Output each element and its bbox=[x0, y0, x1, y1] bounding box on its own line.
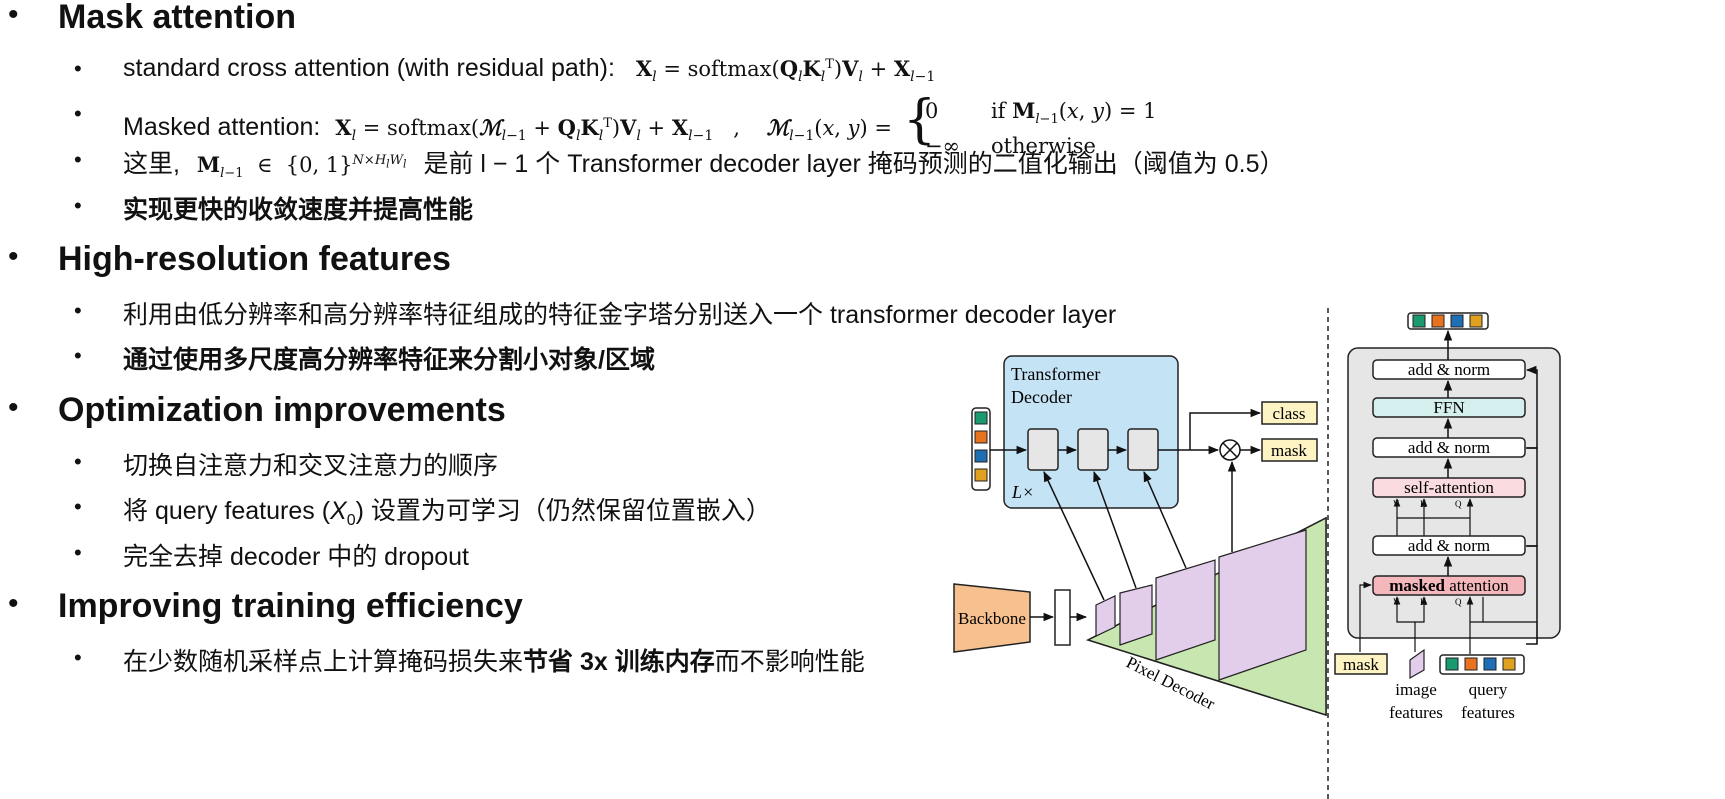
high-res-item-2: 通过使用多尺度高分辨率特征来分割小对象/区域 bbox=[123, 346, 655, 374]
bullet-dot: • bbox=[74, 56, 82, 81]
add-norm-box-3 bbox=[1372, 359, 1526, 380]
out-token-gold bbox=[1469, 314, 1483, 328]
masked-attention-item: Masked attention: Xl = softmax(ℳl−1 + Ql… bbox=[123, 90, 1157, 159]
high-res-item-1: 利用由低分辨率和高分辨率特征组成的特征金字塔分别送入一个 transformer… bbox=[123, 301, 1117, 329]
query-token-orange bbox=[974, 430, 988, 444]
svg-text:Q: Q bbox=[1455, 597, 1462, 607]
bullet-dot: • bbox=[8, 0, 19, 31]
feature-map-medium bbox=[1119, 584, 1153, 646]
standard-cross-attention-label: standard cross attention (with residual … bbox=[123, 54, 615, 82]
standard-cross-attention-item: standard cross attention (with residual … bbox=[123, 54, 935, 85]
out-token-orange bbox=[1431, 314, 1445, 328]
section-title-mask-attention: Mask attention bbox=[58, 0, 297, 36]
query-token-gold bbox=[974, 468, 988, 482]
image-features-label-1: image bbox=[1395, 680, 1437, 699]
decoder-layer-1 bbox=[1027, 428, 1059, 471]
left-brace: { bbox=[902, 90, 937, 150]
feature-map-largest bbox=[1218, 529, 1307, 681]
mask2former-diagram: Transformer Decoder L× class mask Backbo… bbox=[953, 308, 1561, 799]
section-title-training-efficiency: Improving training efficiency bbox=[58, 587, 523, 625]
bullet-dot: • bbox=[8, 240, 19, 273]
layer-repeat-label: L× bbox=[1011, 482, 1034, 502]
backbone-feature-bar bbox=[1054, 589, 1071, 646]
ffn-label: FFN bbox=[1433, 398, 1464, 417]
in-token-orange bbox=[1464, 657, 1478, 671]
mask-input-box bbox=[1334, 653, 1388, 675]
benefit-text: 实现更快的收敛速度并提高性能 bbox=[123, 196, 474, 224]
bullet-dot: • bbox=[74, 645, 82, 670]
mask-set-formula: Ml−1 ∈ {0, 1}N×HlWl bbox=[196, 152, 407, 182]
bullet-dot: • bbox=[74, 540, 82, 565]
transformer-decoder-title-2: Decoder bbox=[1011, 387, 1072, 407]
optim-item-3: 完全去掉 decoder 中的 dropout bbox=[123, 543, 469, 571]
class-output-box bbox=[1261, 401, 1318, 425]
svg-text:Q: Q bbox=[1455, 499, 1462, 509]
add-norm-label-1: add & norm bbox=[1408, 536, 1490, 555]
feature-map-small bbox=[1095, 595, 1116, 637]
mask-output-box bbox=[1261, 438, 1318, 462]
query-features-label-1: query bbox=[1469, 680, 1508, 699]
bullet-dot: • bbox=[8, 391, 19, 424]
decoder-layer-3 bbox=[1127, 428, 1159, 471]
query-features-label-2: features bbox=[1461, 703, 1515, 722]
optim-item-2: 将 query features (X0) 设置为可学习（仍然保留位置嵌入） bbox=[123, 497, 771, 529]
in-token-blue bbox=[1483, 657, 1497, 671]
bullet-dot: • bbox=[74, 298, 82, 323]
masked-attention-label: Masked attention: bbox=[123, 113, 321, 142]
out-token-green bbox=[1412, 314, 1426, 328]
bullet-dot: • bbox=[74, 101, 82, 126]
standard-cross-attention-formula: Xl = softmax(QlKlT)Vl + Xl−1 bbox=[635, 56, 936, 86]
query-token-green bbox=[974, 411, 988, 425]
mask-input-label: mask bbox=[1343, 655, 1379, 674]
out-token-blue bbox=[1450, 314, 1464, 328]
training-item-1: 在少数随机采样点上计算掩码损失来节省 3x 训练内存而不影响性能 bbox=[123, 648, 865, 676]
in-token-green bbox=[1445, 657, 1459, 671]
bullet-dot: • bbox=[74, 494, 82, 519]
masked-attention-formula: Xl = softmax(ℳl−1 + QlKlT)Vl + Xl−1 , ℳl… bbox=[335, 115, 892, 145]
masked-attention-block-label: masked attention bbox=[1389, 576, 1509, 595]
add-norm-box-1 bbox=[1372, 535, 1526, 556]
add-norm-label-2: add & norm bbox=[1408, 438, 1490, 457]
mask-output-label: mask bbox=[1271, 441, 1307, 460]
backbone-label: Backbone bbox=[958, 609, 1026, 628]
in-token-gold bbox=[1502, 657, 1516, 671]
output-query-stack bbox=[1407, 312, 1489, 330]
add-norm-label-3: add & norm bbox=[1408, 360, 1490, 379]
backbone-block bbox=[953, 583, 1031, 653]
query-token-blue bbox=[974, 449, 988, 463]
bullet-dot: • bbox=[74, 343, 82, 368]
optim-item-1: 切换自注意力和交叉注意力的顺序 bbox=[123, 452, 499, 480]
bullet-dot: • bbox=[74, 147, 82, 172]
section-title-optimization: Optimization improvements bbox=[58, 391, 506, 429]
self-attention-label: self-attention bbox=[1404, 478, 1494, 497]
class-output-label: class bbox=[1272, 404, 1305, 423]
decoder-layer-2 bbox=[1077, 428, 1109, 471]
mask-definition-item: 这里, Ml−1 ∈ {0, 1}N×HlWl 是前 l − 1 个 Trans… bbox=[123, 144, 1285, 181]
section-title-high-resolution: High-resolution features bbox=[58, 240, 451, 278]
bullet-dot: • bbox=[74, 193, 82, 218]
masked-attention-box bbox=[1372, 575, 1526, 596]
image-features-icon bbox=[1409, 648, 1425, 680]
feature-map-large bbox=[1155, 559, 1216, 661]
add-norm-box-2 bbox=[1372, 437, 1526, 458]
image-features-label-2: features bbox=[1389, 703, 1443, 722]
mask-definition-text: 是前 l − 1 个 Transformer decoder layer 掩码预… bbox=[423, 150, 1285, 178]
ffn-box bbox=[1372, 397, 1526, 418]
bullet-dot: • bbox=[8, 587, 19, 620]
here-label: 这里, bbox=[123, 150, 180, 178]
transformer-decoder-title-1: Transformer bbox=[1011, 364, 1100, 384]
bullet-dot: • bbox=[74, 449, 82, 474]
self-attention-box bbox=[1372, 477, 1526, 498]
